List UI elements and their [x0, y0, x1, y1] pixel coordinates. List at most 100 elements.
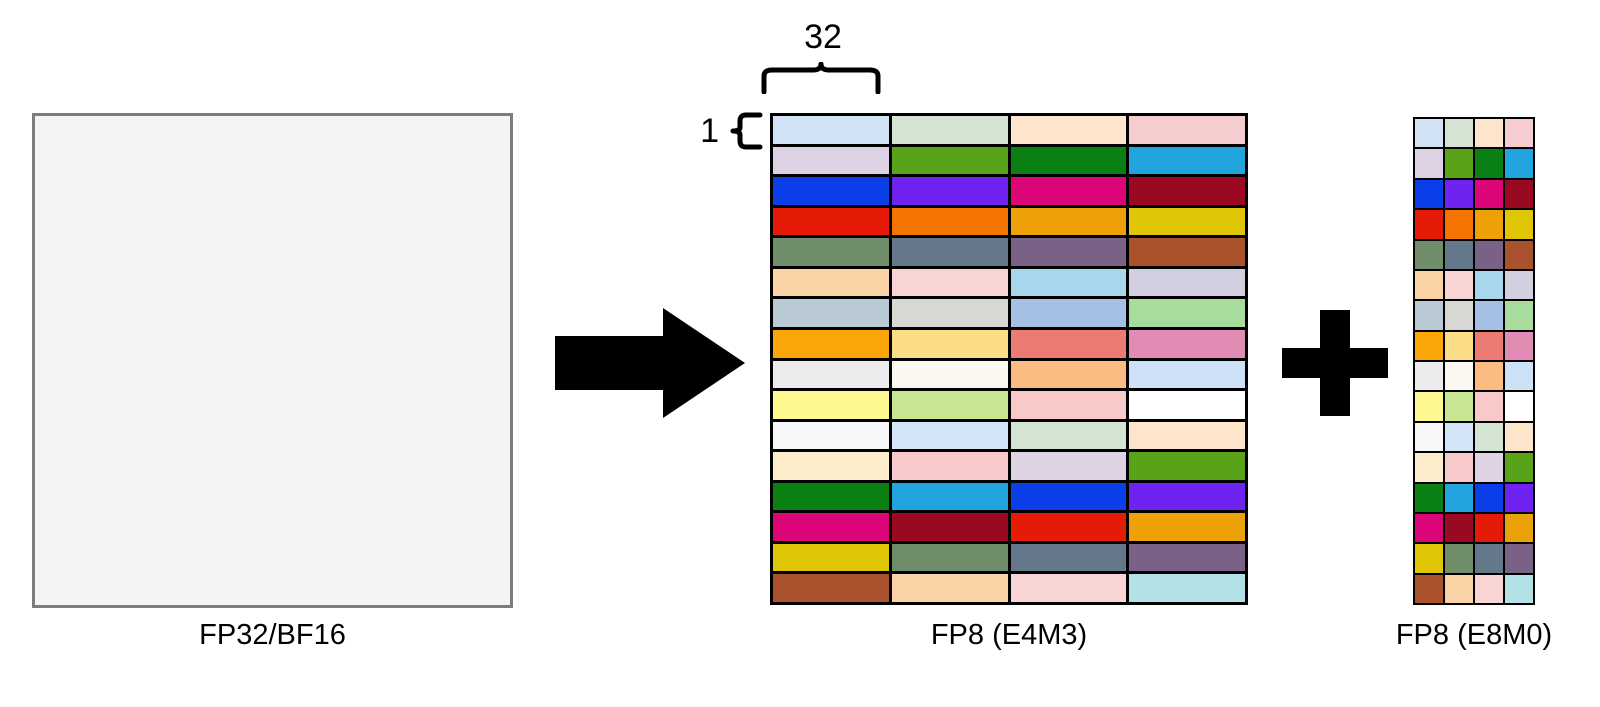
fp8-e8m0-cell: [1475, 453, 1503, 482]
fp8-e8m0-cell: [1505, 210, 1533, 239]
fp8-e4m3-cell: [1010, 146, 1127, 175]
fp8-e8m0-cell: [1475, 210, 1503, 239]
fp8-e8m0-cell: [1415, 331, 1443, 360]
fp8-e4m3-cell: [1010, 482, 1127, 511]
fp8-e8m0-cell: [1415, 422, 1443, 452]
fp8-e4m3-cell: [1010, 299, 1127, 327]
fp8-e8m0-cell: [1415, 362, 1443, 391]
fp8-e4m3-cell: [1010, 421, 1127, 450]
fp8-e4m3-cell: [1010, 177, 1127, 205]
fp8-e8m0-cell: [1475, 392, 1503, 421]
fp8-e8m0-cell: [1415, 301, 1443, 330]
fp8-e4m3-cell: [1010, 207, 1127, 236]
fp8-e4m3-cell: [1129, 421, 1245, 450]
fp8-e8m0-cell: [1415, 270, 1443, 300]
fp8-e4m3-cell: [891, 268, 1008, 297]
fp8-e8m0-cell: [1505, 422, 1533, 452]
block-height-label: 1: [700, 112, 719, 150]
fp8-e4m3-cell: [1129, 238, 1245, 266]
fp8-e4m3-cell: [773, 177, 889, 205]
fp8-e4m3-cell: [773, 452, 889, 480]
fp8-e4m3-cell: [1129, 543, 1245, 572]
fp8-e8m0-caption: FP8 (E8M0): [1395, 619, 1553, 651]
fp8-e8m0-cell: [1505, 240, 1533, 269]
block-height-brace-icon: [730, 112, 764, 150]
fp8-e8m0-cell: [1445, 210, 1473, 239]
fp8-e8m0-grid: [1413, 117, 1535, 605]
fp8-e8m0-cell: [1445, 270, 1473, 300]
fp8-e8m0-cell: [1445, 513, 1473, 543]
fp8-e8m0-cell: [1445, 331, 1473, 360]
fp8-e8m0-cell: [1445, 574, 1473, 603]
fp8-e8m0-cell: [1445, 362, 1473, 391]
fp8-e8m0-cell: [1415, 483, 1443, 512]
fp8-e8m0-cell: [1445, 179, 1473, 209]
fp8-e8m0-cell: [1505, 331, 1533, 360]
fp8-e4m3-cell: [1129, 513, 1245, 541]
fp8-e4m3-cell: [891, 482, 1008, 511]
fp8-e4m3-cell: [891, 299, 1008, 327]
fp8-e8m0-cell: [1505, 453, 1533, 482]
fp8-e4m3-grid: [770, 113, 1248, 605]
fp8-e4m3-cell: [891, 543, 1008, 572]
fp8-e8m0-cell: [1445, 240, 1473, 269]
fp8-e8m0-cell: [1505, 149, 1533, 178]
fp8-e4m3-cell: [1129, 177, 1245, 205]
fp8-e4m3-cell: [773, 513, 889, 541]
fp8-e4m3-cell: [1010, 452, 1127, 480]
fp8-e8m0-cell: [1445, 483, 1473, 512]
fp8-e4m3-cell: [1010, 238, 1127, 266]
fp8-e8m0-cell: [1445, 149, 1473, 178]
fp8-e8m0-cell: [1475, 331, 1503, 360]
fp8-e8m0-cell: [1475, 240, 1503, 269]
fp8-e8m0-cell: [1475, 179, 1503, 209]
fp8-e8m0-cell: [1475, 483, 1503, 512]
fp8-e4m3-cell: [891, 360, 1008, 389]
fp8-e8m0-cell: [1445, 422, 1473, 452]
fp8-e8m0-cell: [1475, 301, 1503, 330]
fp8-e8m0-cell: [1505, 513, 1533, 543]
fp8-e4m3-cell: [773, 574, 889, 602]
fp8-e4m3-cell: [1010, 543, 1127, 572]
fp8-e4m3-cell: [773, 421, 889, 450]
fp8-e4m3-cell: [773, 391, 889, 419]
fp8-e8m0-cell: [1505, 301, 1533, 330]
fp8-e4m3-cell: [1010, 574, 1127, 602]
fp8-e8m0-cell: [1475, 574, 1503, 603]
fp8-e8m0-cell: [1475, 513, 1503, 543]
fp8-e8m0-cell: [1415, 149, 1443, 178]
fp8-e4m3-cell: [1129, 207, 1245, 236]
fp8-e4m3-cell: [773, 116, 889, 144]
fp8-e8m0-cell: [1475, 270, 1503, 300]
fp8-e8m0-cell: [1505, 119, 1533, 148]
fp32-bf16-tensor-block: [32, 113, 513, 608]
fp8-e8m0-cell: [1505, 544, 1533, 573]
fp8-e4m3-cell: [1129, 574, 1245, 602]
fp8-e8m0-cell: [1505, 270, 1533, 300]
fp8-e8m0-cell: [1475, 544, 1503, 573]
fp8-e8m0-cell: [1445, 119, 1473, 148]
fp8-e4m3-cell: [773, 482, 889, 511]
fp8-e4m3-cell: [773, 299, 889, 327]
fp8-e8m0-cell: [1505, 179, 1533, 209]
fp8-e4m3-cell: [891, 207, 1008, 236]
fp8-e4m3-cell: [1010, 391, 1127, 419]
fp8-e4m3-cell: [773, 207, 889, 236]
fp8-e4m3-cell: [1129, 329, 1245, 358]
fp8-e4m3-cell: [1129, 452, 1245, 480]
fp8-e8m0-cell: [1505, 392, 1533, 421]
fp8-e4m3-cell: [891, 574, 1008, 602]
fp8-e4m3-cell: [1129, 268, 1245, 297]
fp8-e4m3-cell: [1010, 268, 1127, 297]
fp8-e4m3-cell: [891, 513, 1008, 541]
fp8-e8m0-cell: [1445, 544, 1473, 573]
fp8-e4m3-cell: [773, 329, 889, 358]
fp8-e4m3-cell: [1010, 513, 1127, 541]
fp8-e8m0-cell: [1445, 392, 1473, 421]
fp8-e4m3-cell: [891, 116, 1008, 144]
fp8-e4m3-cell: [1129, 146, 1245, 175]
fp8-e8m0-cell: [1475, 362, 1503, 391]
fp8-e4m3-cell: [891, 177, 1008, 205]
fp8-e8m0-cell: [1445, 453, 1473, 482]
